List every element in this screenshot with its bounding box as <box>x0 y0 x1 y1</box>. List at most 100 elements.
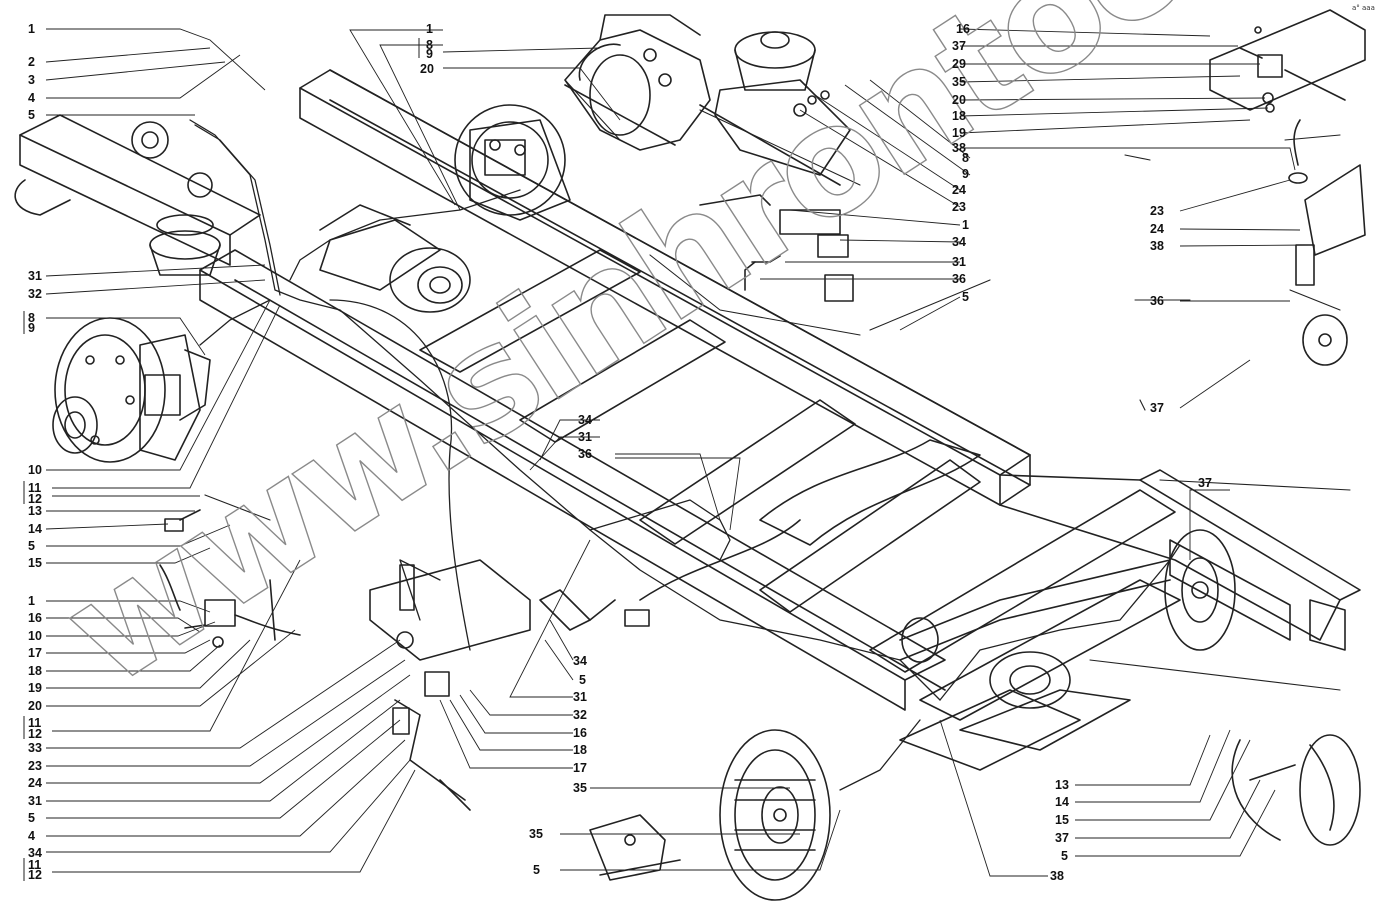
callout-bottom-right-5: 5 <box>1061 849 1068 863</box>
callout-left-5: 5 <box>28 108 35 122</box>
callout-left-32: 32 <box>28 287 42 301</box>
frame-left-rail <box>299 69 1031 506</box>
callout-upper-right-18: 18 <box>952 109 966 123</box>
callout-left-8: 8 <box>28 311 35 325</box>
callout-top-8: 8 <box>426 38 433 52</box>
callout-upper-right-8: 8 <box>962 151 969 165</box>
inset-separators <box>204 79 1351 691</box>
callout-upper-right-23: 23 <box>952 200 966 214</box>
callout-bottom-35: 35 <box>573 781 587 795</box>
frame-cross-members <box>419 249 1176 673</box>
rear-left-brake-drum <box>719 729 831 901</box>
callout-top-1: 1 <box>426 22 433 36</box>
callout-left-18: 18 <box>28 664 42 678</box>
callout-left-4: 4 <box>28 829 35 843</box>
inset-bracket-valve <box>369 559 531 811</box>
callout-left-11: 11 <box>28 716 42 730</box>
inset-caliper-top <box>564 14 711 151</box>
callout-upper-right-31: 31 <box>952 255 966 269</box>
callout-top-20: 20 <box>420 62 434 76</box>
inset-right-hose <box>1288 119 1366 366</box>
callout-center-bottom-18: 18 <box>573 743 587 757</box>
front-left-brake-disc <box>52 317 211 463</box>
callout-bottom-35: 35 <box>529 827 543 841</box>
inset-rear-hose <box>1231 734 1361 846</box>
callout-left-5: 5 <box>28 539 35 553</box>
callout-upper-right-1: 1 <box>962 218 969 232</box>
callout-upper-right-24: 24 <box>952 183 966 197</box>
callout-center-bottom-31: 31 <box>573 690 587 704</box>
callout-right-36: 36 <box>1150 294 1164 308</box>
callout-upper-right-34: 34 <box>952 235 966 249</box>
callout-upper-right-37: 37 <box>952 39 966 53</box>
callout-right-23: 23 <box>1150 204 1164 218</box>
callout-left-17: 17 <box>28 646 42 660</box>
callout-left-20: 20 <box>28 699 42 713</box>
callout-left-31: 31 <box>28 794 42 808</box>
front-crossmember <box>14 114 261 266</box>
callout-mid-31: 31 <box>578 430 592 444</box>
rear-right-brake-drum <box>1164 529 1236 651</box>
callout-bottom-right-15: 15 <box>1055 813 1069 827</box>
callout-center-bottom-16: 16 <box>573 726 587 740</box>
callout-left-9: 9 <box>28 321 35 335</box>
corner-mark: a° aaa <box>1352 4 1375 12</box>
callout-bottom-right-13: 13 <box>1055 778 1069 792</box>
inset-tee-connector <box>1209 9 1366 113</box>
front-right-brake-assembly <box>454 104 571 221</box>
callout-center-bottom-5: 5 <box>579 673 586 687</box>
callout-left-33: 33 <box>28 741 42 755</box>
rear-differential <box>899 559 1171 709</box>
callout-right-38: 38 <box>1150 239 1164 253</box>
callout-left-15: 15 <box>28 556 42 570</box>
callout-bottom-right-14: 14 <box>1055 795 1069 809</box>
callout-upper-right-5: 5 <box>962 290 969 304</box>
callout-right-37: 37 <box>1150 401 1164 415</box>
callout-upper-right-19: 19 <box>952 126 966 140</box>
callout-bottom-5: 5 <box>533 863 540 877</box>
frame-right-rail <box>199 249 946 711</box>
callout-left-14: 14 <box>28 522 42 536</box>
inset-pressure-regulator <box>699 194 854 302</box>
brake-pipes <box>189 119 1181 791</box>
callout-upper-right-9: 9 <box>962 167 969 181</box>
callout-upper-right-20: 20 <box>952 93 966 107</box>
front-differential <box>319 204 471 313</box>
callout-center-bottom-32: 32 <box>573 708 587 722</box>
callout-left-4: 4 <box>28 91 35 105</box>
callout-left-3: 3 <box>28 73 35 87</box>
callout-right-37: 37 <box>1198 476 1212 490</box>
front-spring-seat <box>149 214 221 276</box>
callout-upper-right-35: 35 <box>952 75 966 89</box>
callout-left-11: 11 <box>28 481 42 495</box>
callout-left-11: 11 <box>28 858 42 872</box>
callout-upper-right-38: 38 <box>952 141 966 155</box>
callout-upper-right-29: 29 <box>952 57 966 71</box>
callout-left-1: 1 <box>28 22 35 36</box>
callout-left-19: 19 <box>28 681 42 695</box>
frame-rear-section <box>899 469 1361 771</box>
callout-center-bottom-17: 17 <box>573 761 587 775</box>
callout-mid-36: 36 <box>578 447 592 461</box>
callout-left-12: 12 <box>28 492 42 506</box>
callout-left-5: 5 <box>28 811 35 825</box>
inset-spring-seat <box>699 31 851 186</box>
callout-left-1: 1 <box>28 594 35 608</box>
callout-left-16: 16 <box>28 611 42 625</box>
leader-lines <box>45 28 1311 877</box>
callout-left-10: 10 <box>28 463 42 477</box>
callout-top-9: 9 <box>426 47 433 61</box>
callout-left-31: 31 <box>28 269 42 283</box>
callout-center-bottom-34: 34 <box>573 654 587 668</box>
callout-bottom-38: 38 <box>1050 869 1064 883</box>
callout-left-13: 13 <box>28 504 42 518</box>
callout-mid-34: 34 <box>578 413 592 427</box>
inset-bottom-bracket <box>589 814 681 881</box>
callout-left-12: 12 <box>28 727 42 741</box>
inset-clip-parts <box>539 589 650 631</box>
callout-left-34: 34 <box>28 846 42 860</box>
callout-upper-right-16: 16 <box>956 22 970 36</box>
callout-bottom-right-37: 37 <box>1055 831 1069 845</box>
